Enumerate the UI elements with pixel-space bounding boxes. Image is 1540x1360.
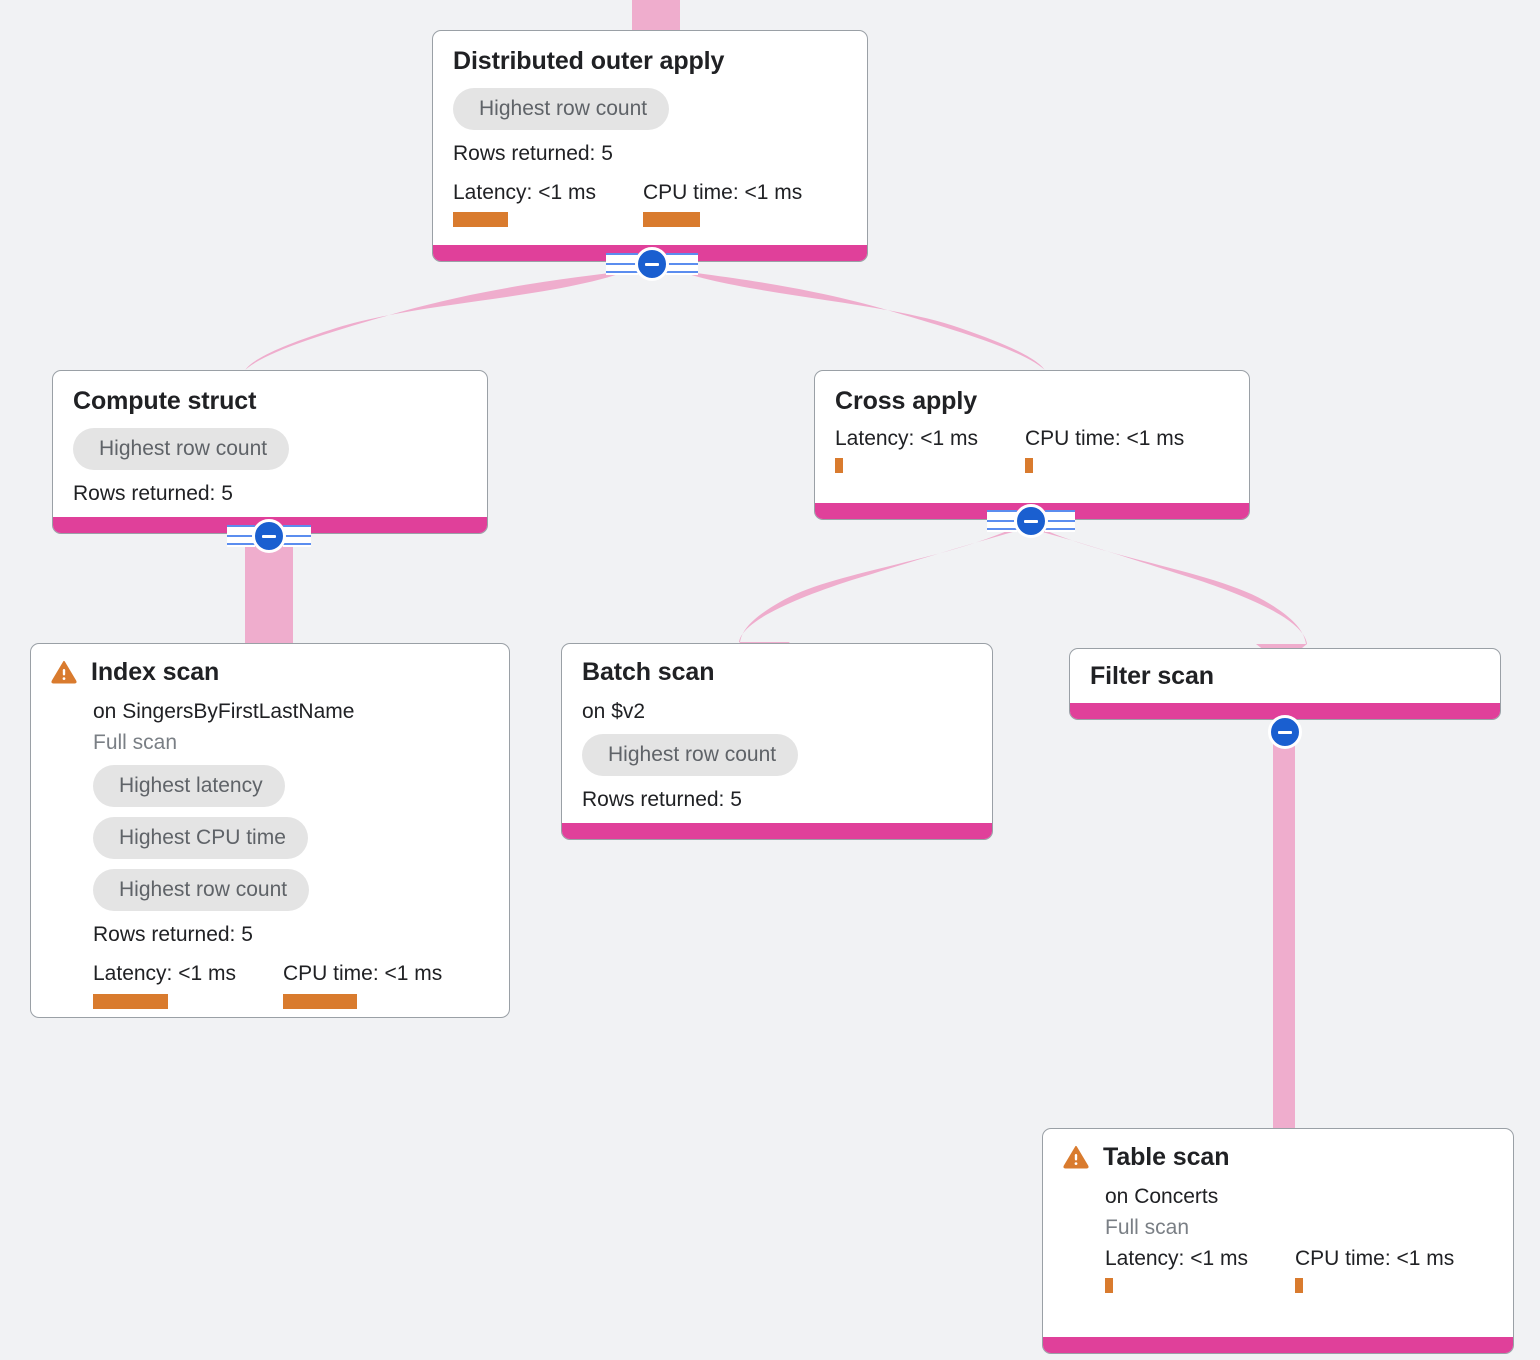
rows-returned: Rows returned: 5 [73,481,233,505]
node-body: Index scan on SingersByFirstLastName Ful… [31,644,509,1017]
metric-latency: Latency: <1 ms [453,180,643,228]
node-filter-scan[interactable]: Filter scan [1069,648,1501,720]
metric-label: CPU time: <1 ms [283,962,443,986]
node-subtitle: on $v2 [582,699,646,723]
node-table-scan[interactable]: Table scan on Concerts Full scan Latency… [1042,1128,1514,1354]
warning-triangle-icon [51,661,77,684]
metric-label: Latency: <1 ms [93,962,236,986]
metric-label: Latency: <1 ms [453,180,596,204]
node-title-row: Index scan [51,658,219,687]
metrics: Latency: <1 ms CPU time: <1 ms [1105,1246,1493,1294]
metrics: Latency: <1 ms CPU time: <1 ms [93,961,489,1009]
node-title-row: Filter scan [1090,662,1214,691]
collapse-minus-icon [635,247,669,281]
collapse-minus-icon [1268,715,1302,749]
node-title: Distributed outer apply [453,47,725,75]
node-index-scan[interactable]: Index scan on SingersByFirstLastName Ful… [30,643,510,1018]
node-scan-type: Full scan [93,730,178,754]
badge-highest-row-count: Highest row count [73,427,290,470]
metric-bar [283,993,357,1009]
collapse-minus-icon [252,519,286,553]
node-body: Table scan on Concerts Full scan Latency… [1043,1129,1513,1337]
node-distributed-outer-apply[interactable]: Distributed outer apply Highest row coun… [432,30,868,262]
node-title: Compute struct [73,387,257,415]
node-title: Index scan [91,658,220,686]
badge-highest-row-count: Highest row count [453,87,670,130]
node-batch-scan[interactable]: Batch scan on $v2 Highest row count Rows… [561,643,993,840]
node-body: Batch scan on $v2 Highest row count Rows… [562,644,992,823]
node-title-row: Compute struct [73,387,256,416]
metric-bar [1025,457,1033,473]
metric-label: Latency: <1 ms [835,426,978,450]
node-scan-type: Full scan [1105,1215,1190,1239]
node-body: Cross apply Latency: <1 ms CPU time: <1 … [815,371,1249,503]
node-accent-bar [1043,1337,1513,1353]
node-subtitle: on SingersByFirstLastName [93,699,355,723]
node-title-row: Batch scan [582,658,714,687]
rows-returned: Rows returned: 5 [582,787,742,811]
node-title-row: Cross apply [835,387,977,416]
node-body: Distributed outer apply Highest row coun… [433,31,867,245]
node-body: Compute struct Highest row count Rows re… [53,371,487,517]
badge-highest-row-count: Highest row count [93,869,310,912]
node-title: Cross apply [835,387,978,415]
metric-cpu-time: CPU time: <1 ms [1295,1246,1455,1294]
metric-cpu-time: CPU time: <1 ms [1025,426,1184,473]
rows-returned: Rows returned: 5 [453,141,613,165]
metric-cpu-time: CPU time: <1 ms [643,180,803,228]
badge-highest-latency: Highest latency [93,765,285,808]
collapse-toggle-compute-struct[interactable] [227,519,311,553]
edge-cross-apply-to-filter-scan [1030,527,1307,664]
node-accent-bar [562,823,992,839]
metric-label: CPU time: <1 ms [643,180,803,204]
node-body: Filter scan [1070,649,1500,703]
metric-bar [93,993,168,1009]
node-title: Table scan [1103,1143,1230,1171]
node-subtitle: on Concerts [1105,1184,1219,1208]
metric-latency: Latency: <1 ms [93,961,283,1009]
node-title: Filter scan [1090,662,1214,690]
metric-bar [1105,1278,1113,1294]
metric-label: Latency: <1 ms [1105,1247,1248,1271]
metric-bar [453,212,508,228]
badge-highest-row-count: Highest row count [582,733,799,776]
node-title-row: Distributed outer apply [453,47,724,76]
collapse-minus-icon [1014,504,1048,538]
metric-cpu-time: CPU time: <1 ms [283,961,443,1009]
collapse-toggle-cross-apply[interactable] [987,504,1075,538]
node-accent-bar [1070,703,1500,719]
metric-latency: Latency: <1 ms [835,426,1025,473]
metrics: Latency: <1 ms CPU time: <1 ms [453,180,847,228]
metric-bar [643,212,700,228]
edge-filter-scan-to-table-scan [1273,720,1295,1140]
metric-label: CPU time: <1 ms [1025,426,1185,450]
edge-inlet-to-distributed-outer-apply [632,0,680,34]
collapse-toggle-filter-scan[interactable] [1268,715,1302,749]
metric-label: CPU time: <1 ms [1295,1247,1455,1271]
warning-triangle-icon [1063,1146,1089,1169]
rows-returned: Rows returned: 5 [93,923,253,947]
metric-latency: Latency: <1 ms [1105,1246,1295,1294]
node-cross-apply[interactable]: Cross apply Latency: <1 ms CPU time: <1 … [814,370,1250,520]
metric-bar [1295,1278,1303,1294]
badge-highest-cpu-time: Highest CPU time [93,817,308,860]
collapse-toggle-distributed-outer-apply[interactable] [606,247,698,281]
node-compute-struct[interactable]: Compute struct Highest row count Rows re… [52,370,488,534]
node-title: Batch scan [582,658,715,686]
metric-bar [835,457,843,473]
node-title-row: Table scan [1063,1143,1229,1172]
metrics: Latency: <1 ms CPU time: <1 ms [835,426,1229,473]
edge-cross-apply-to-batch-scan [739,527,1024,662]
